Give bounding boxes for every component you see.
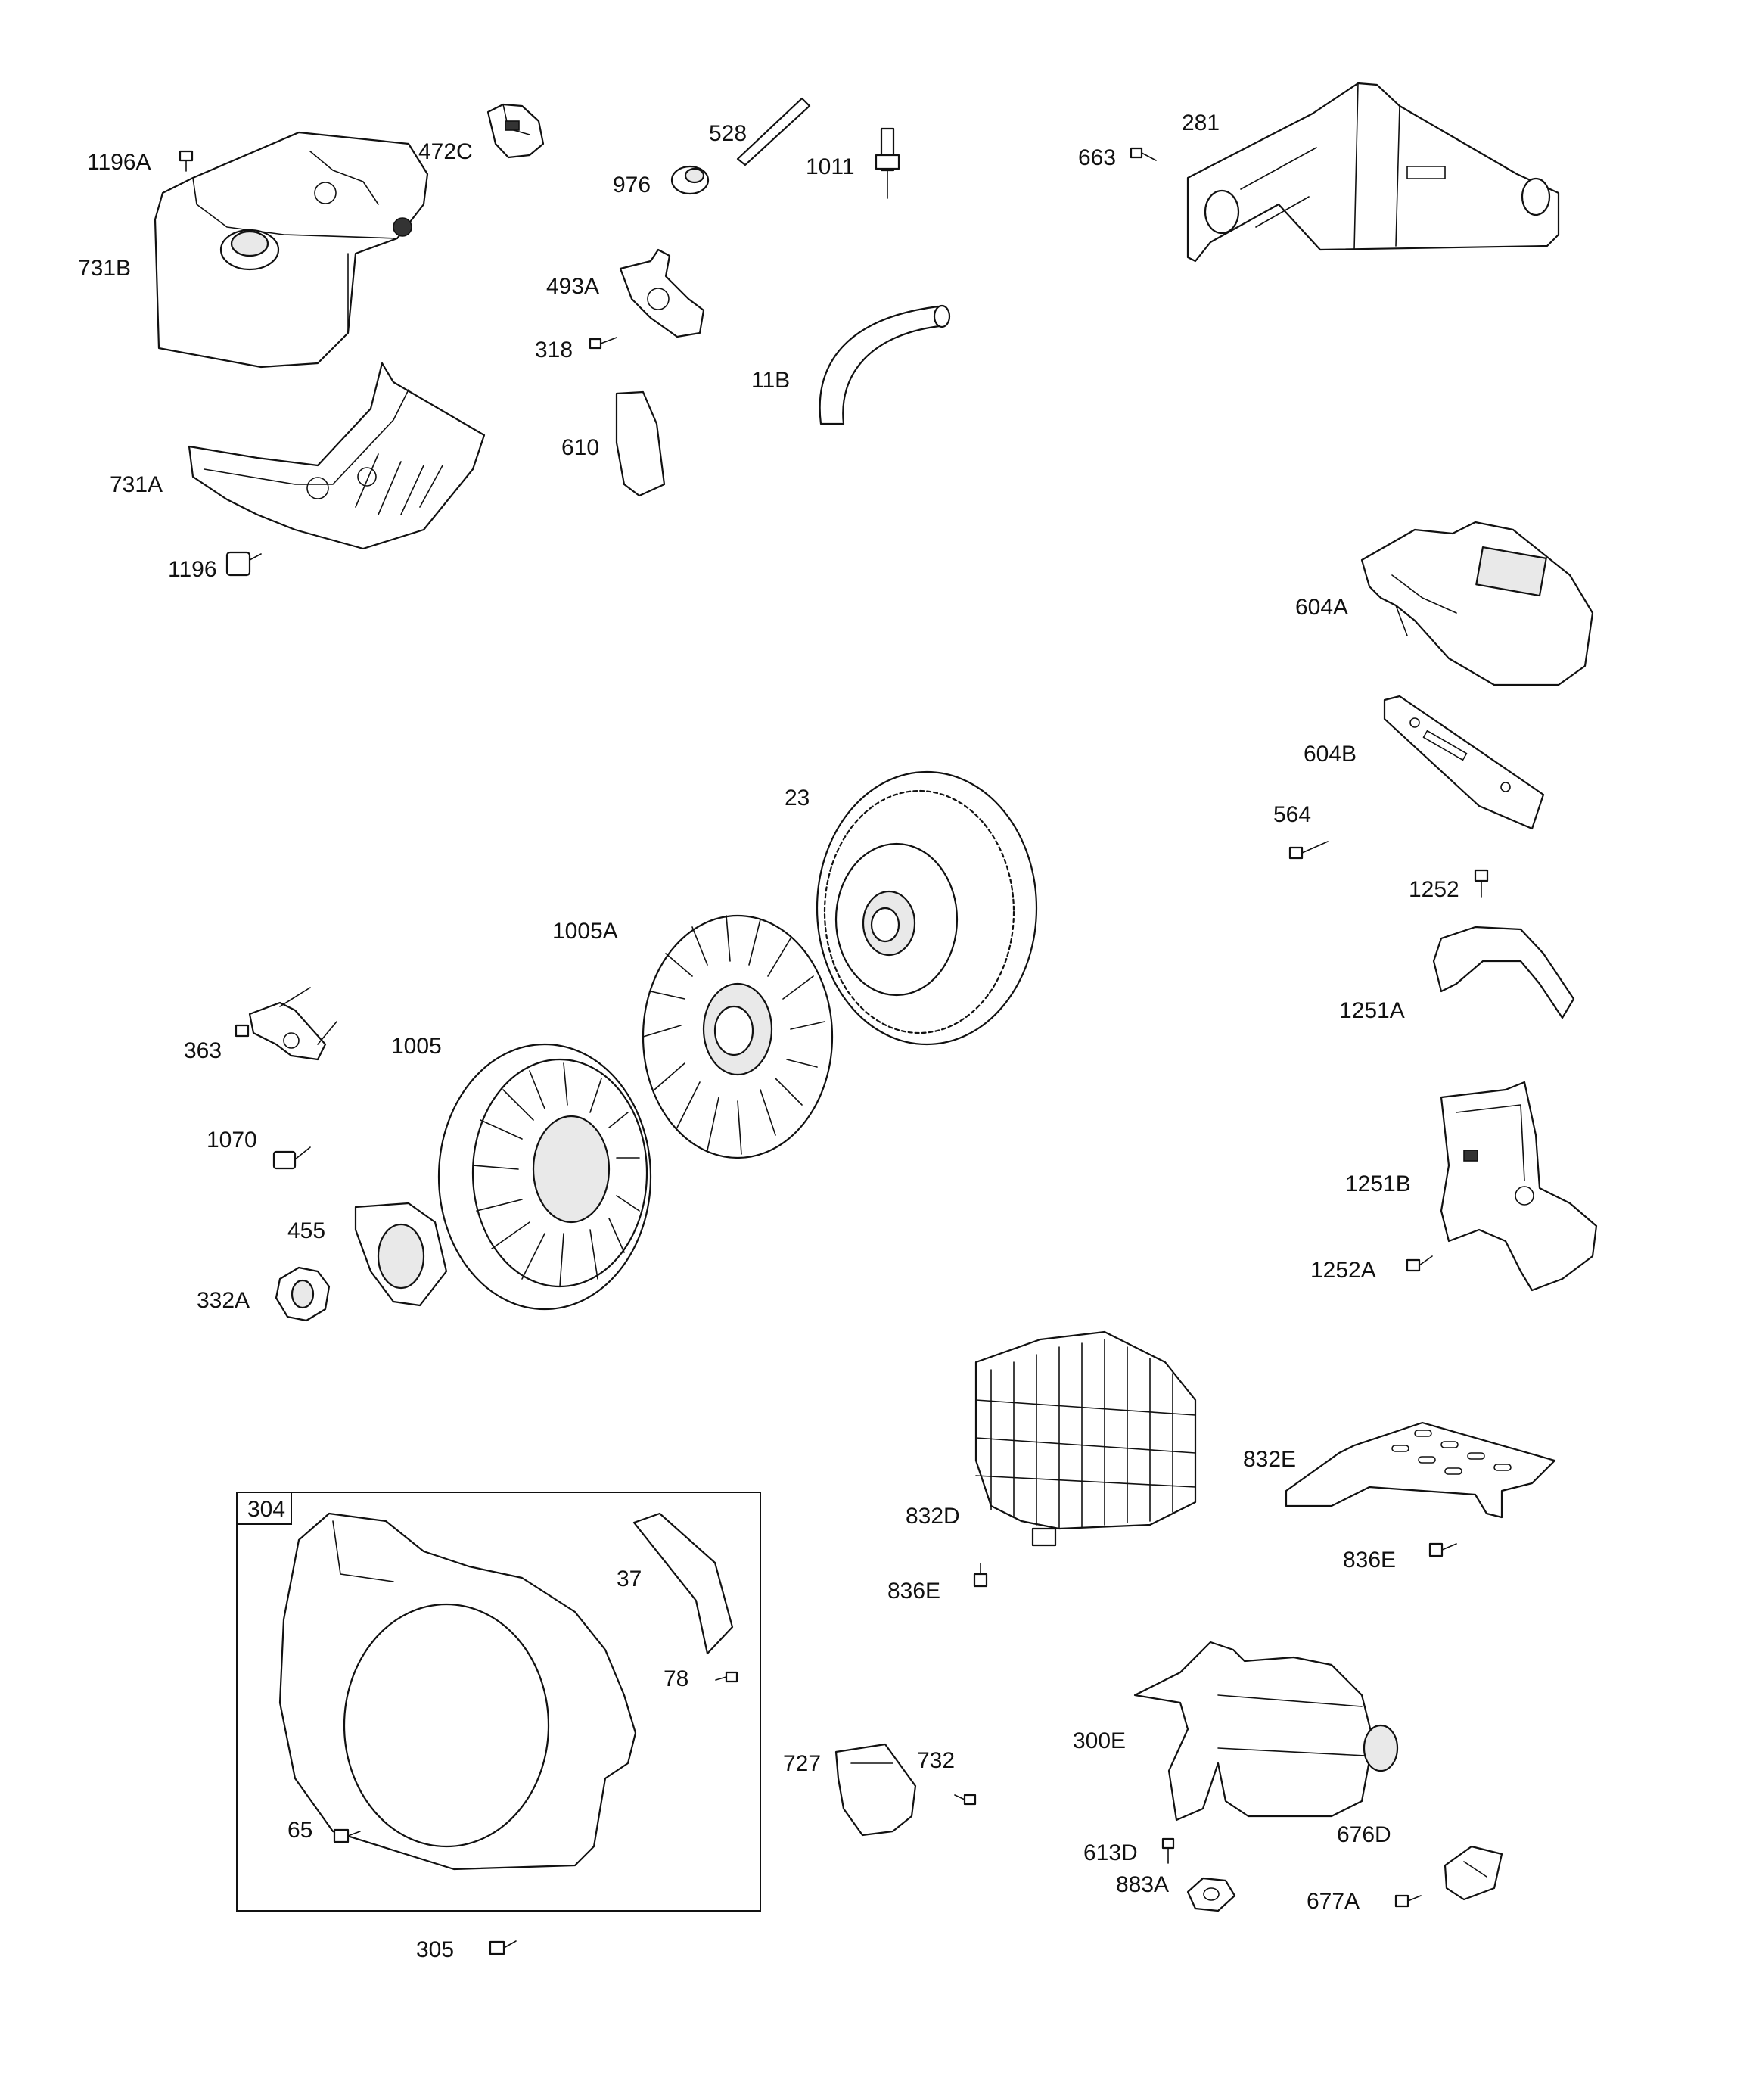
plate-37-drawing xyxy=(632,1512,734,1655)
screw-836E-b-drawing xyxy=(1428,1542,1457,1557)
bracket-281-drawing xyxy=(1186,82,1560,263)
muffler-300E-drawing xyxy=(1133,1641,1399,1822)
screw-305-drawing xyxy=(489,1940,517,1955)
part-label-1252A: 1252A xyxy=(1310,1258,1376,1283)
blower-housing-304-drawing xyxy=(278,1512,637,1871)
knob-1196-drawing xyxy=(225,551,262,577)
screw-1252A-drawing xyxy=(1406,1255,1433,1272)
plate-604B-drawing xyxy=(1383,695,1545,830)
flywheel-23-drawing xyxy=(816,770,1038,1046)
kit-304-label-box xyxy=(236,1492,292,1525)
part-label-363: 363 xyxy=(184,1038,222,1063)
part-label-1252: 1252 xyxy=(1409,877,1459,902)
part-label-472C: 472C xyxy=(418,139,473,164)
part-label-727: 727 xyxy=(783,1751,821,1776)
part-label-455: 455 xyxy=(287,1218,325,1243)
part-label-1196: 1196 xyxy=(168,557,217,582)
shield-1251A-drawing xyxy=(1432,926,1575,1019)
screw-78-drawing xyxy=(715,1671,738,1683)
part-label-37: 37 xyxy=(617,1566,642,1591)
shield-731A-drawing xyxy=(188,362,486,550)
part-label-604B: 604B xyxy=(1304,742,1357,767)
part-label-1196A: 1196A xyxy=(87,150,151,175)
part-label-832D: 832D xyxy=(906,1504,960,1529)
fitting-1011-drawing xyxy=(875,127,900,199)
part-label-1070: 1070 xyxy=(207,1128,257,1153)
part-label-976: 976 xyxy=(613,173,651,198)
screw-65-drawing xyxy=(333,1828,361,1843)
fuel-filter-976-drawing xyxy=(670,165,710,195)
part-label-304: 304 xyxy=(247,1497,285,1522)
deflector-676D-drawing xyxy=(1444,1845,1503,1901)
part-label-610: 610 xyxy=(561,435,599,460)
screw-732-drawing xyxy=(954,1794,977,1806)
part-label-1005A: 1005A xyxy=(552,919,618,944)
screw-836E-a-drawing xyxy=(973,1563,988,1588)
part-label-732: 732 xyxy=(917,1748,955,1773)
part-label-676D: 676D xyxy=(1337,1822,1391,1847)
part-label-663: 663 xyxy=(1078,145,1116,170)
part-label-332A: 332A xyxy=(197,1288,250,1313)
heat-shield-832E-drawing xyxy=(1285,1421,1556,1519)
screw-318-drawing xyxy=(589,337,617,350)
part-label-604A: 604A xyxy=(1295,595,1348,620)
screw-1196A-drawing xyxy=(179,150,194,172)
part-label-318: 318 xyxy=(535,338,573,362)
part-label-1005: 1005 xyxy=(391,1034,442,1059)
bracket-363-drawing xyxy=(235,987,337,1061)
cover-727-drawing xyxy=(834,1743,917,1837)
part-label-78: 78 xyxy=(664,1666,688,1691)
nut-332A-drawing xyxy=(275,1266,331,1322)
part-label-1011: 1011 xyxy=(806,154,855,179)
part-label-300E: 300E xyxy=(1073,1728,1126,1753)
fuel-line-528-drawing xyxy=(736,97,811,166)
part-label-836E-b: 836E xyxy=(1343,1548,1396,1573)
part-label-613D: 613D xyxy=(1083,1840,1138,1865)
gasket-610-drawing xyxy=(615,390,666,497)
fan-1005A-drawing xyxy=(642,914,834,1159)
screw-677A-drawing xyxy=(1394,1894,1422,1908)
screw-663-drawing xyxy=(1130,147,1157,161)
part-label-23: 23 xyxy=(785,786,810,810)
part-label-564: 564 xyxy=(1273,802,1311,827)
muffler-guard-832D-drawing xyxy=(974,1330,1197,1547)
part-label-1251A: 1251A xyxy=(1339,998,1405,1023)
part-label-528: 528 xyxy=(709,121,747,146)
part-label-731B: 731B xyxy=(78,256,131,281)
fuel-tank-731B-drawing xyxy=(154,131,429,369)
cup-455-drawing xyxy=(354,1202,448,1307)
bracket-1251B-drawing xyxy=(1440,1081,1598,1292)
part-label-65: 65 xyxy=(287,1818,312,1843)
part-label-281: 281 xyxy=(1182,110,1220,135)
bracket-493A-drawing xyxy=(619,248,705,338)
part-label-677A: 677A xyxy=(1307,1889,1360,1914)
kit-304-frame xyxy=(236,1492,761,1912)
bolt-1070-drawing xyxy=(272,1146,311,1170)
screw-564-drawing xyxy=(1288,841,1329,860)
screw-1252-drawing xyxy=(1474,869,1489,898)
part-label-883A: 883A xyxy=(1116,1872,1169,1897)
part-label-11B: 11B xyxy=(751,368,790,393)
blower-wheel-1005-drawing xyxy=(437,1043,652,1311)
screw-613D-drawing xyxy=(1161,1837,1175,1864)
part-label-832E: 832E xyxy=(1243,1447,1296,1472)
part-label-731A: 731A xyxy=(110,472,163,497)
part-label-836E-a: 836E xyxy=(887,1579,940,1604)
part-label-1251B: 1251B xyxy=(1345,1171,1411,1196)
cap-472C-drawing xyxy=(486,103,545,159)
gasket-883A-drawing xyxy=(1186,1877,1236,1912)
part-label-493A: 493A xyxy=(546,274,599,299)
shroud-604A-drawing xyxy=(1360,521,1594,686)
hose-11B-drawing xyxy=(819,304,951,425)
part-label-305: 305 xyxy=(416,1937,454,1962)
